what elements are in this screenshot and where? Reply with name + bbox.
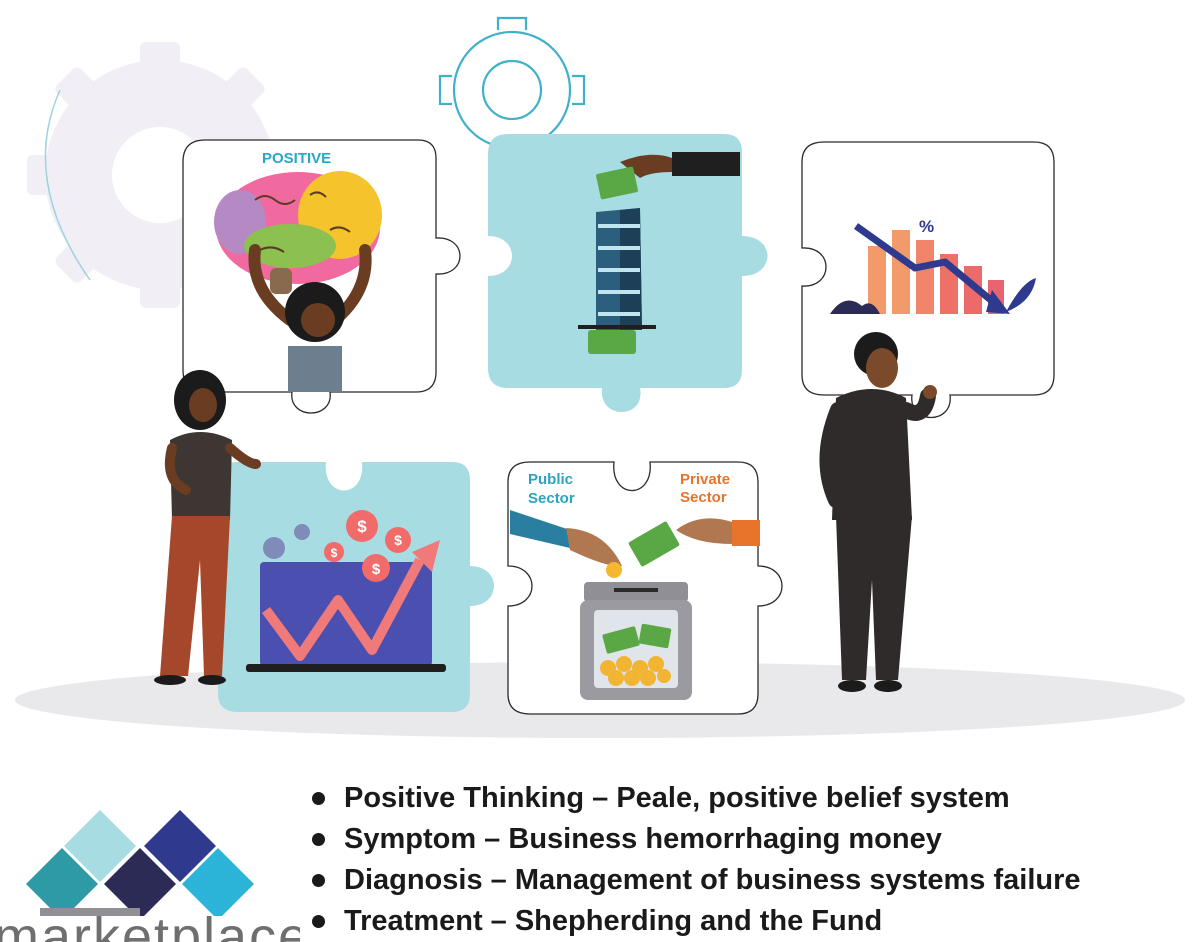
svg-text:$: $ — [372, 561, 381, 578]
woman-figure — [154, 370, 261, 685]
logo-diamonds-icon — [26, 810, 254, 920]
svg-text:$: $ — [357, 517, 367, 536]
svg-text:$: $ — [331, 546, 338, 560]
decline-bars-icon — [830, 223, 1036, 314]
positive-label: POSITIVE — [262, 150, 331, 167]
puzzle-illustration: POSITIVE — [15, 16, 1185, 738]
skyscraper-icon — [578, 208, 656, 354]
hand-with-cash-icon — [596, 152, 740, 200]
logo-wordmark: marketplace — [0, 907, 300, 942]
bullet-symptom: Symptom – Business hemorrhaging money — [308, 819, 1081, 860]
percent-label: % — [919, 217, 934, 236]
public-sector-label: Public Sector — [528, 471, 577, 507]
woman-holding-brain — [248, 244, 372, 392]
small-gears-icon — [263, 524, 310, 559]
dollar-coins-icon: $ $ $ $ — [324, 510, 411, 582]
bullet-list: Positive Thinking – Peale, positive beli… — [308, 778, 1081, 942]
donation-box-icon — [580, 582, 692, 700]
private-sector-label: Private Sector — [680, 471, 734, 506]
svg-text:$: $ — [394, 532, 402, 548]
man-figure — [819, 332, 937, 692]
laptop-chart-icon — [246, 540, 446, 672]
bullet-positive-thinking: Positive Thinking – Peale, positive beli… — [308, 778, 1081, 819]
bullet-treatment: Treatment – Shepherding and the Fund — [308, 901, 1081, 942]
marketplace-logo: marketplace — [0, 806, 300, 942]
bullet-diagnosis: Diagnosis – Management of business syste… — [308, 860, 1081, 901]
private-hand-icon — [628, 518, 760, 567]
public-hand-icon — [510, 510, 622, 578]
